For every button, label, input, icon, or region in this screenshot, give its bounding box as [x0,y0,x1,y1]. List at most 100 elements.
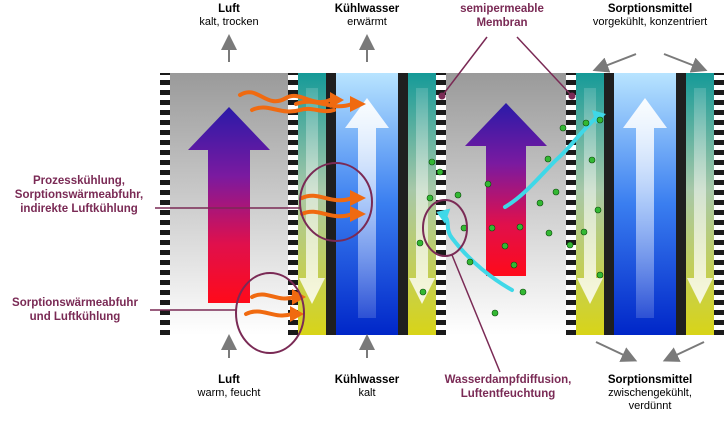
sorbent-out-arrow [662,341,705,362]
sorbent-channel-middle [408,73,436,335]
label-sorption-cooling: Sorptionswärmeabfuhr und Luftkühlung [0,296,150,324]
droplet [419,288,427,296]
water-droplets [416,116,604,317]
membrane-strip [160,73,170,335]
callout-lines [150,207,501,373]
vapor-path-right [503,114,600,209]
label-coolant-top: Kühlwasser erwärmt [317,3,417,29]
droplet [426,194,434,202]
heat-arrow-head [330,92,344,108]
heat-arrow-middle [300,193,354,203]
droplet [436,168,444,176]
coolant-top-title: Kühlwasser [334,3,400,15]
sorbent-flow-arrow [409,88,435,304]
droplet [559,124,567,132]
heat-arrow-bottom [244,309,294,318]
membrane-pointer-lines [441,36,573,97]
highlight-circle-membrane [422,199,468,257]
sorbent-bottom-title: Sorptionsmittel [607,374,693,386]
membrane-strip [714,73,724,335]
heat-arrow-head [350,190,366,206]
coolant-flow-arrow [623,98,667,318]
sorbent-out-arrow [595,341,638,362]
droplet [545,229,553,237]
label-process-cooling: Prozesskühlung, Sorptionswärmeabfuhr, in… [0,174,158,216]
droplet [580,228,588,236]
droplet [491,309,499,317]
membrane-pointer-dot [568,92,576,100]
vapor-path-left [440,212,514,292]
label-air-bottom: Luft warm, feucht [179,374,279,400]
droplet [596,271,604,279]
membrane-strip [566,73,576,335]
air-channel-right [446,73,566,335]
droplet [566,241,574,249]
callout-line-diffusion [451,254,501,373]
label-sorbent-top: Sorptionsmittel vorgekühlt, konzentriert [575,3,725,29]
air-top-subtitle: kalt, trocken [199,16,259,28]
highlight-circle-lower [235,272,305,354]
coolant-channel-right [614,73,676,335]
wall [398,73,408,335]
droplet [544,155,552,163]
wall [326,73,336,335]
heat-arrow-bottom [250,292,296,301]
air-flow-arrow-left [188,107,270,303]
droplet [582,119,590,127]
sorbent-top-subtitle: vorgekühlt, konzentriert [592,16,708,28]
droplet [454,191,462,199]
vapor-paths [440,114,600,292]
droplet [466,258,474,266]
air-bottom-title: Luft [218,374,240,386]
sorbent-channel-right-2 [686,73,714,335]
sorption-label-line1: Sorptionswärmeabfuhr [12,297,138,309]
vapor-arrow-head [436,208,451,224]
sorbent-bottom-line2: verdünnt [628,400,672,412]
heat-flow-arrows [238,90,354,318]
droplet [536,199,544,207]
droplet [516,223,524,231]
coolant-channel-left [336,73,398,335]
process-label-line2: Sorptionswärmeabfuhr, [14,189,144,201]
diffusion-label-line1: Wasserdampfdiffusion, [444,374,572,386]
droplet [484,180,492,188]
heat-arrow-head [290,306,304,322]
sorbent-flow-arrow [577,88,603,304]
droplet [501,242,509,250]
heat-arrow-head [350,96,366,112]
heat-arrow-heads [290,92,366,322]
membrane-label-line1: semipermeable [460,3,544,15]
droplet [510,261,518,269]
droplet [416,239,424,247]
droplet [552,188,560,196]
coolant-bottom-subtitle: kalt [358,387,376,399]
heat-arrow-head [350,206,366,222]
sorption-label-line2: und Luftkühlung [29,311,121,323]
flow-direction-arrows [221,34,708,362]
heat-arrow-middle [300,209,354,219]
droplet [488,224,496,232]
membrane-strip [288,73,298,335]
air-bottom-subtitle: warm, feucht [197,387,261,399]
wall [604,73,614,335]
droplet [428,158,436,166]
sorbent-channel-right-1 [576,73,604,335]
coolant-flow-arrow [345,98,389,318]
sorbent-flow-arrow [687,88,713,304]
wall [676,73,686,335]
sorbent-bottom-line1: zwischengekühlt, [608,387,692,399]
membrane-strip [436,73,446,335]
air-top-title: Luft [218,3,240,15]
label-sorbent-bottom: Sorptionsmittel zwischengekühlt, verdünn… [578,374,722,413]
process-label-line1: Prozesskühlung, [32,175,126,187]
label-coolant-bottom: Kühlwasser kalt [317,374,417,400]
sorbent-in-arrow [663,53,708,73]
label-diffusion: Wasserdampfdiffusion, Luftentfeuchtung [433,373,583,401]
process-label-line3: indirekte Luftkühlung [20,203,138,215]
droplet [596,116,604,124]
membrane-label-line2: Membran [476,17,528,29]
label-air-top: Luft kalt, trocken [179,3,279,29]
droplet [588,156,596,164]
